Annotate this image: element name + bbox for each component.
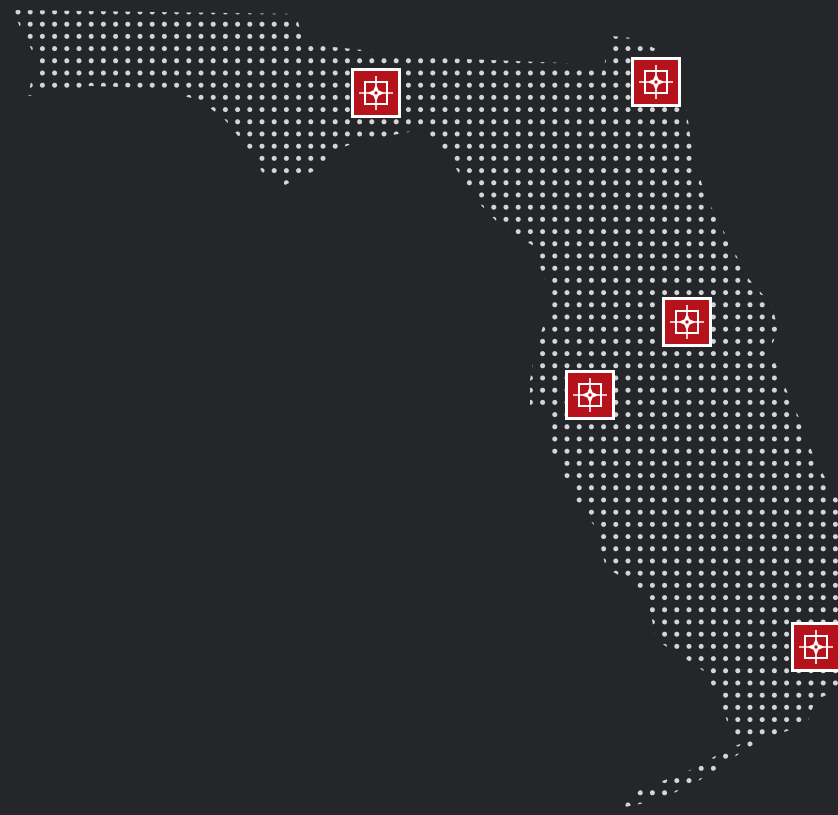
florida-dot-pattern <box>15 10 838 808</box>
location-marker-miami[interactable] <box>791 622 838 672</box>
compass-star-icon <box>670 305 704 339</box>
location-marker-jacksonville[interactable] <box>631 57 681 107</box>
marker-layer <box>351 57 838 672</box>
location-marker-tampa[interactable] <box>565 370 615 420</box>
compass-star-icon <box>639 65 673 99</box>
location-marker-tallahassee[interactable] <box>351 68 401 118</box>
compass-star-icon <box>573 378 607 412</box>
location-marker-orlando[interactable] <box>662 297 712 347</box>
compass-star-icon <box>359 76 393 110</box>
compass-star-icon <box>799 630 833 664</box>
